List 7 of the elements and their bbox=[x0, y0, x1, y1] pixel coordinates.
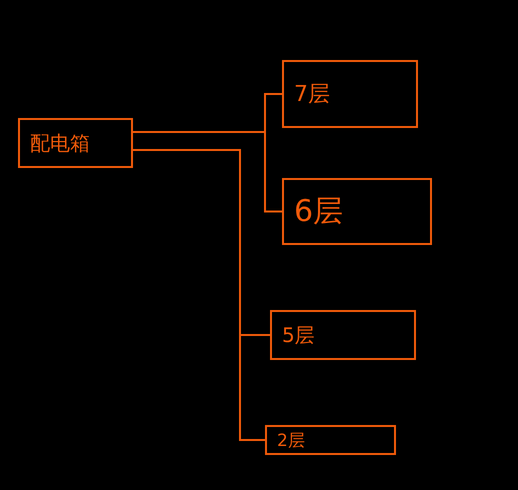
label-box: 2层 bbox=[265, 425, 396, 455]
label-box: 7层 bbox=[282, 60, 418, 128]
label-box: 6层 bbox=[282, 178, 432, 245]
connector-line bbox=[133, 149, 265, 441]
label-box: 5层 bbox=[270, 310, 416, 360]
label-box: 配电箱 bbox=[18, 118, 133, 168]
connector-line bbox=[133, 131, 282, 212]
